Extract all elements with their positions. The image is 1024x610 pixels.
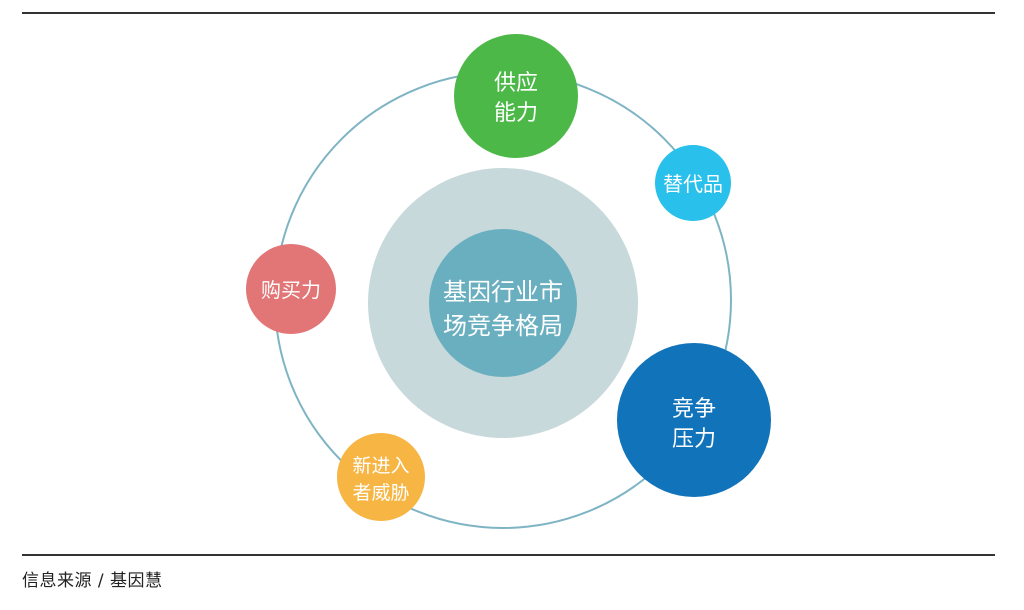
center-label-line2: 场竞争格局 — [443, 312, 563, 340]
force-node-new-entrant: 新进入 者威胁 — [337, 433, 425, 521]
force-circle-competition — [617, 343, 771, 497]
center-inner-circle — [429, 229, 577, 377]
force-node-supply: 供应 能力 — [454, 34, 578, 158]
force-node-competition: 竞争 压力 — [617, 343, 771, 497]
force-node-substitute: 替代品 — [655, 145, 731, 221]
force-label-supply-line1: 供应 — [494, 71, 538, 96]
force-node-buying-power: 购买力 — [246, 244, 336, 334]
bottom-rule — [22, 554, 995, 556]
force-circle-buying-power — [246, 244, 336, 334]
source-caption: 信息来源 / 基因慧 — [22, 571, 163, 591]
center-label-line1: 基因行业市 — [443, 278, 563, 306]
center-node: 基因行业市 场竞争格局 — [368, 168, 638, 438]
force-label-competition-line1: 竞争 — [672, 397, 716, 422]
force-label-new-entrant-line1: 新进入 — [352, 455, 409, 477]
force-label-new-entrant-line2: 者威胁 — [352, 482, 409, 504]
force-label-substitute-line1: 替代品 — [663, 172, 723, 196]
force-circle-substitute — [655, 145, 731, 221]
force-circle-new-entrant — [337, 433, 425, 521]
top-rule — [22, 12, 995, 14]
force-label-buying-power-line1: 购买力 — [261, 278, 321, 302]
force-circle-supply — [454, 34, 578, 158]
force-label-supply-line2: 能力 — [494, 101, 538, 126]
force-label-competition-line2: 压力 — [672, 427, 716, 452]
